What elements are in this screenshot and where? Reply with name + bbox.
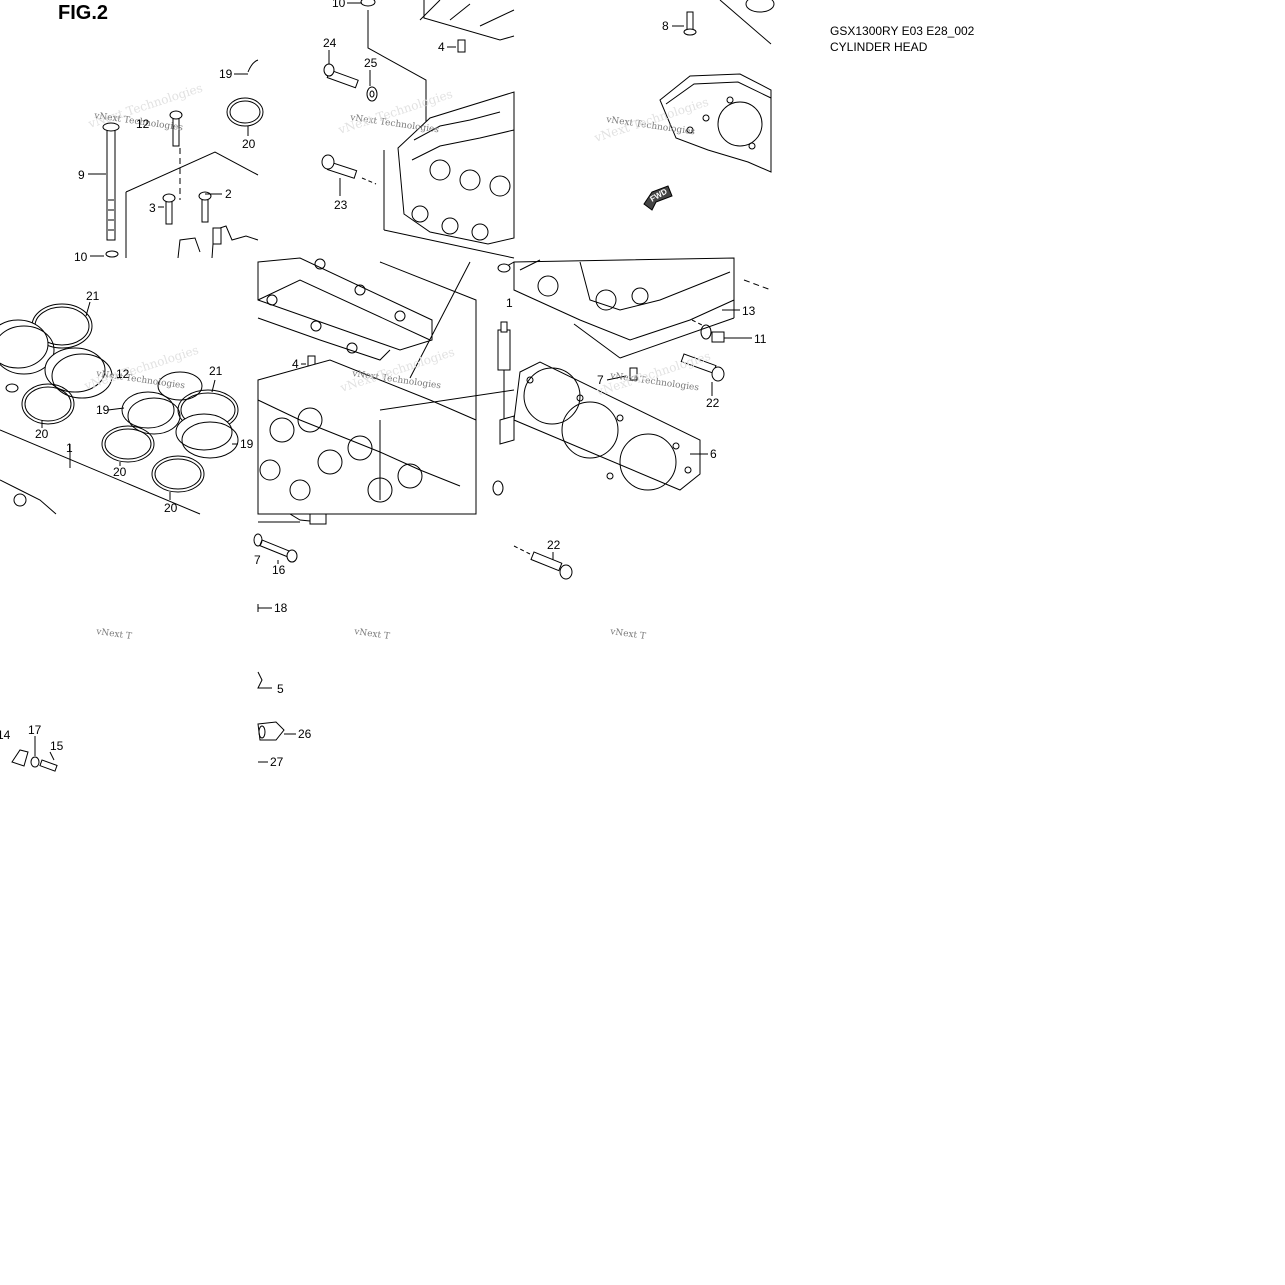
part-number-label: 21 bbox=[209, 364, 223, 378]
part-number-label: 21 bbox=[86, 289, 100, 303]
part-number-label: 1 bbox=[66, 441, 73, 455]
part-number-label: 8 bbox=[662, 19, 669, 33]
watermarks: vNext Technologies vNext Technologies vN… bbox=[82, 81, 713, 642]
part-number-label: 24 bbox=[323, 36, 337, 50]
part-number-label: 4 bbox=[292, 357, 299, 371]
figure-title: FIG.2 bbox=[58, 2, 109, 24]
tile-top-middle bbox=[321, 0, 515, 259]
part-number-label: 12 bbox=[116, 367, 130, 381]
part-number-label: 22 bbox=[547, 538, 561, 552]
part-number-label: 20 bbox=[164, 501, 178, 515]
part-number-label: 19 bbox=[219, 67, 233, 81]
part-number-label: 7 bbox=[254, 553, 261, 567]
part-number-label: 20 bbox=[35, 427, 49, 441]
part-number-label: 26 bbox=[298, 727, 312, 741]
model-code: GSX1300RY E03 E28_002 bbox=[830, 24, 975, 38]
tile-middle-center bbox=[257, 257, 515, 515]
part-number-label: 4 bbox=[438, 40, 445, 54]
part-number-label: 6 bbox=[710, 447, 717, 461]
lower-parts bbox=[11, 513, 573, 772]
part-number-label: 10 bbox=[74, 250, 88, 264]
tile-top-right bbox=[643, 0, 775, 211]
part-number-label: 27 bbox=[270, 755, 284, 769]
part-number-label: 5 bbox=[277, 682, 284, 696]
part-number-label: 15 bbox=[50, 739, 64, 753]
part-number-label: 16 bbox=[272, 563, 286, 577]
part-number-label: 3 bbox=[149, 201, 156, 215]
part-number-label: 19 bbox=[96, 403, 110, 417]
part-number-label: 10 bbox=[332, 0, 346, 10]
part-number-label: 20 bbox=[113, 465, 127, 479]
part-number-label: 13 bbox=[742, 304, 756, 318]
part-number-label: 18 bbox=[274, 601, 288, 615]
part-number-label: 11 bbox=[754, 332, 767, 346]
tile-middle-left bbox=[0, 303, 239, 515]
part-number-label: 17 bbox=[28, 723, 42, 737]
tile-top-left bbox=[102, 59, 264, 259]
leader-lines bbox=[41, 2, 752, 735]
section-name: CYLINDER HEAD bbox=[830, 40, 928, 54]
part-number-label: 14 bbox=[0, 728, 11, 742]
watermark-fragment: vNext T bbox=[95, 627, 133, 642]
part-number-label: 19 bbox=[240, 437, 254, 451]
part-number-label: 9 bbox=[78, 168, 85, 182]
watermark-fragment: vNext T bbox=[353, 627, 391, 642]
part-number-label: 25 bbox=[364, 56, 378, 70]
part-number-label: 7 bbox=[597, 373, 604, 387]
callout-labels: 10 8 24 4 25 19 20 12 9 2 3 23 10 21 1 1… bbox=[0, 0, 767, 769]
part-number-label: 2 bbox=[225, 187, 232, 201]
tile-middle-right bbox=[513, 257, 772, 491]
watermark-fragment: vNext T bbox=[609, 627, 647, 642]
part-number-label: 20 bbox=[242, 137, 256, 151]
part-number-label: 1 bbox=[506, 296, 513, 310]
part-number-label: 12 bbox=[136, 117, 150, 131]
part-number-label: 22 bbox=[706, 396, 720, 410]
part-number-label: 23 bbox=[334, 198, 348, 212]
